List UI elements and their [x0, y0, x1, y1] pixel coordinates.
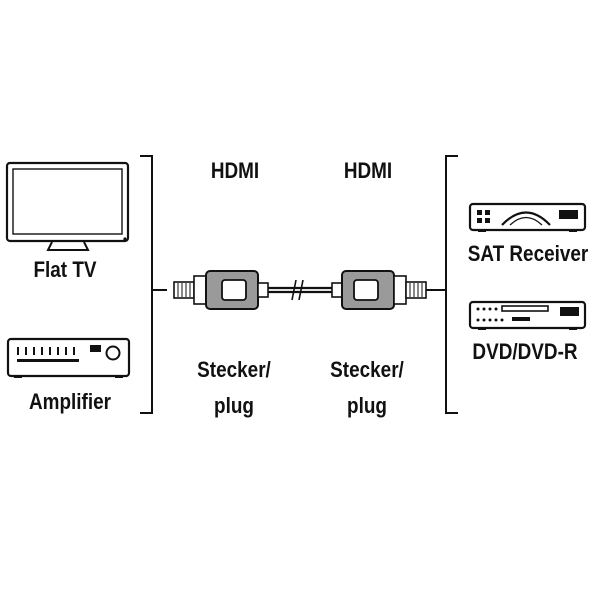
right-plug-label-line1: Stecker/: [330, 357, 404, 382]
dvd-dvdr-label: DVD/DVD-R: [472, 339, 578, 364]
left-plug-label-line1: Stecker/: [197, 357, 271, 382]
left-plug-label-line2: plug: [214, 393, 254, 418]
amplifier-label: Amplifier: [28, 389, 111, 414]
dvd-recorder-icon: [468, 300, 587, 330]
flat-tv-label: Flat TV: [33, 257, 97, 282]
right-plug-label-line2: plug: [347, 393, 387, 418]
hdmi-cable-icon: [173, 270, 427, 310]
right-connector-type-label: HDMI: [343, 158, 393, 183]
sat-receiver-label: SAT Receiver: [467, 241, 589, 266]
sat-receiver-icon: [468, 202, 587, 232]
left-device-bracket: [140, 155, 167, 414]
flat-tv-icon: [5, 161, 130, 251]
right-device-bracket: [426, 155, 458, 414]
amplifier-icon: [6, 337, 131, 378]
left-connector-type-label: HDMI: [210, 158, 260, 183]
left-hdmi-plug-icon: [173, 270, 269, 310]
right-plug-label: Stecker/ plug: [315, 352, 418, 424]
right-hdmi-plug-icon: [331, 270, 427, 310]
left-plug-label: Stecker/ plug: [182, 352, 285, 424]
